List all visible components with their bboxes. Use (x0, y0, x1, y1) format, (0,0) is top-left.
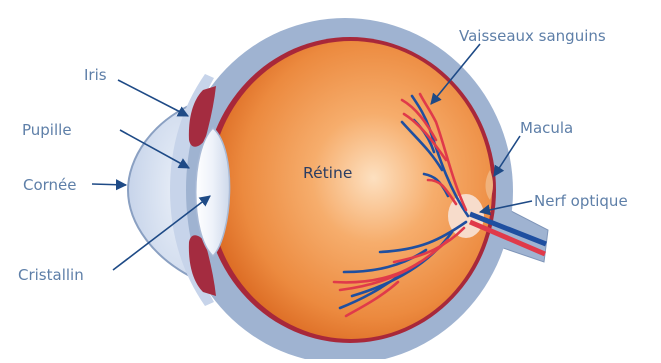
leader-cornea (92, 184, 126, 185)
label-pupil: Pupille (22, 121, 72, 139)
label-iris: Iris (84, 66, 107, 84)
vitreous-body (210, 41, 492, 339)
label-macula: Macula (520, 119, 573, 137)
label-lens: Cristallin (18, 266, 84, 284)
leader-iris (118, 80, 188, 116)
label-optic-nerve: Nerf optique (534, 192, 628, 210)
label-blood-vessels: Vaisseaux sanguins (459, 27, 606, 45)
label-cornea: Cornée (23, 176, 77, 194)
label-retina: Rétine (303, 164, 352, 182)
